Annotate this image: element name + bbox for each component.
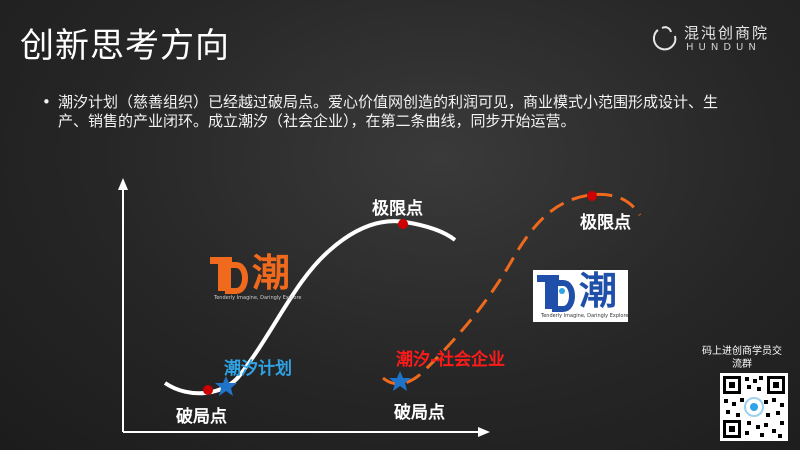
brand-name-cn: 混沌创商院 [684,24,770,42]
x-axis-arrow-icon [478,427,490,437]
curve-2-name-label: 潮汐-社会企业 [396,350,506,370]
slide-title: 创新思考方向 [20,26,230,66]
curve-2-star-icon [389,371,411,391]
curve-1-peak-label: 极限点 [372,199,423,219]
brand-logo: 混沌创商院 HUNDUN [650,22,770,58]
logo-2-tagline: Tenderly Imagine, Daringly Explore [541,313,629,319]
logo-1-glyph: 潮 [252,251,291,295]
logo-td-mark-icon [210,257,248,294]
curve-1-star-icon [215,376,237,396]
bullet-dot-icon: • [42,93,51,111]
curve-2 [382,192,642,386]
brand-name-en: HUNDUN [686,42,761,53]
curve-1-peak-marker [398,219,408,229]
curve-2-start-label: 破局点 [394,403,445,423]
qr-code[interactable] [720,373,788,441]
curve-1-start-marker [203,385,213,395]
logo-1-tagline: Tenderly Imagine, Daringly Explore [214,295,302,301]
curve-2-peak-label: 极限点 [580,213,631,233]
logo-tide-social-enterprise: 潮 Tenderly Imagine, Daringly Explore [533,269,629,322]
logo-2-glyph: 潮 [579,269,618,313]
y-axis-arrow-icon [118,178,128,190]
qr-caption: 码上进创商学员交流群 [702,346,782,370]
curve-2-peak-marker [587,191,597,201]
logo-td-mark-icon [537,275,575,312]
brand-mark-icon [652,26,677,51]
qr-code-icon [723,376,785,438]
logo-tide-plan: 潮 Tenderly Imagine, Daringly Explore [210,251,302,305]
bullet-text: 潮汐计划（慈善组织）已经越过破局点。爱心价值网创造的利润可见，商业模式小范围形成… [58,93,719,130]
curve-1-start-label: 破局点 [176,407,227,427]
bullet-point: • 潮汐计划（慈善组织）已经越过破局点。爱心价值网创造的利润可见，商业模式小范围… [42,93,723,131]
curve-1-name-label: 潮汐计划 [224,359,292,379]
